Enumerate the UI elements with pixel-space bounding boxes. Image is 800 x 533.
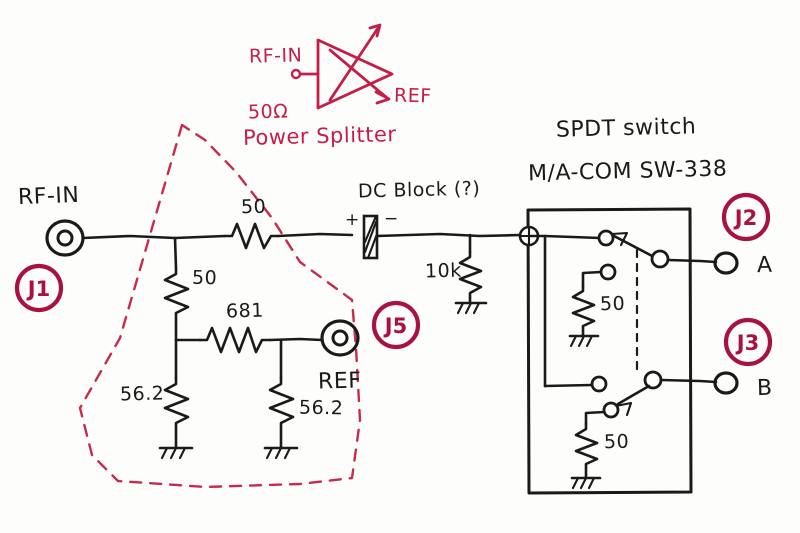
pivot-a [650,249,670,269]
wire-pole-a-to-port [666,258,718,264]
svg-text:J5: J5 [383,314,407,338]
contact-b-terminated [602,401,620,419]
capacitor-dc-block [362,214,379,260]
badge-j5: J5 [371,300,421,350]
rf-input-connector[interactable] [45,219,85,257]
wire-tap-to-shunt-50 [173,236,178,270]
power-splitter-symbol [290,23,394,110]
resistor-series-50-value: 50 [241,196,267,219]
contact-a-through [597,229,615,247]
wire-pole-a-common [543,234,602,240]
wire-dcblock-to-switch [375,232,522,238]
resistor-56p2-left [163,376,190,450]
contact-b-through [590,375,608,393]
svg-text:J3: J3 [735,331,759,355]
ref-output-connector[interactable] [320,319,360,357]
wire-pole-b-common [543,383,594,388]
svg-text:J2: J2 [733,206,757,230]
resistor-681-value: 681 [226,300,264,323]
resistor-termination-b-50 [574,422,599,480]
ground-56p2-right [263,446,299,460]
switch-arm-b [616,384,651,406]
switch-arm-a [612,234,658,260]
port-b-label: B [757,376,773,401]
switch-arm-a-arrowhead [610,231,629,247]
resistor-681 [198,326,272,354]
port-a-label: A [757,253,773,278]
annotation-impedance-label: 50Ω [248,101,289,124]
rf-in-label: RF-IN [18,183,80,210]
spdt-title-label: SPDT switch [556,114,697,142]
annotation-ref-label: REF [394,85,432,108]
wire-rf-in-to-splitter [81,234,227,240]
svg-text:J1: J1 [26,277,50,301]
ground-10k [454,301,488,315]
dc-block-label: DC Block (?) [358,178,481,203]
resistor-series-50 [223,222,280,250]
switch-port-b-connector[interactable] [713,371,739,395]
wire-splitter-to-dcblock [276,232,354,238]
resistor-termination-b-value: 50 [604,431,630,454]
wire-term-a [581,270,603,288]
badge-j1: J1 [14,263,64,313]
dc-block-minus-sign: − [384,209,399,229]
resistor-10k [458,250,483,305]
wire-681-to-ref [268,337,324,342]
badge-j3: J3 [723,317,773,367]
annotation-device-label: Power Splitter [243,122,397,150]
resistor-shunt-50 [163,266,190,342]
resistor-termination-a-50 [571,284,596,338]
splitter-region-outline [78,123,362,489]
wire-term-b [584,410,606,426]
resistor-56p2-left-value: 56.2 [120,382,165,405]
resistor-56p2-right-value: 56.2 [299,397,344,420]
badge-j2: J2 [721,192,771,242]
resistor-56p2-right [268,376,295,450]
annotation-rf-in-label: RF-IN [249,44,303,67]
resistor-termination-a-value: 50 [600,293,626,316]
ground-56p2-left [158,446,194,460]
dc-block-plus-sign: + [345,210,360,230]
spdt-switch-block [526,207,693,495]
switch-port-a-connector[interactable] [713,251,739,275]
spdt-part-label: M/A-COM SW-338 [528,157,728,187]
resistor-10k-value: 10k [425,260,462,283]
ground-term-b [570,476,602,490]
contact-a-terminated [599,263,617,281]
ground-term-a [568,334,600,348]
switch-arm-b-arrowhead [614,401,633,417]
resistor-shunt-50-value: 50 [192,267,218,289]
ref-label: REF [318,368,362,394]
wire-pole-b-to-port [659,378,718,384]
